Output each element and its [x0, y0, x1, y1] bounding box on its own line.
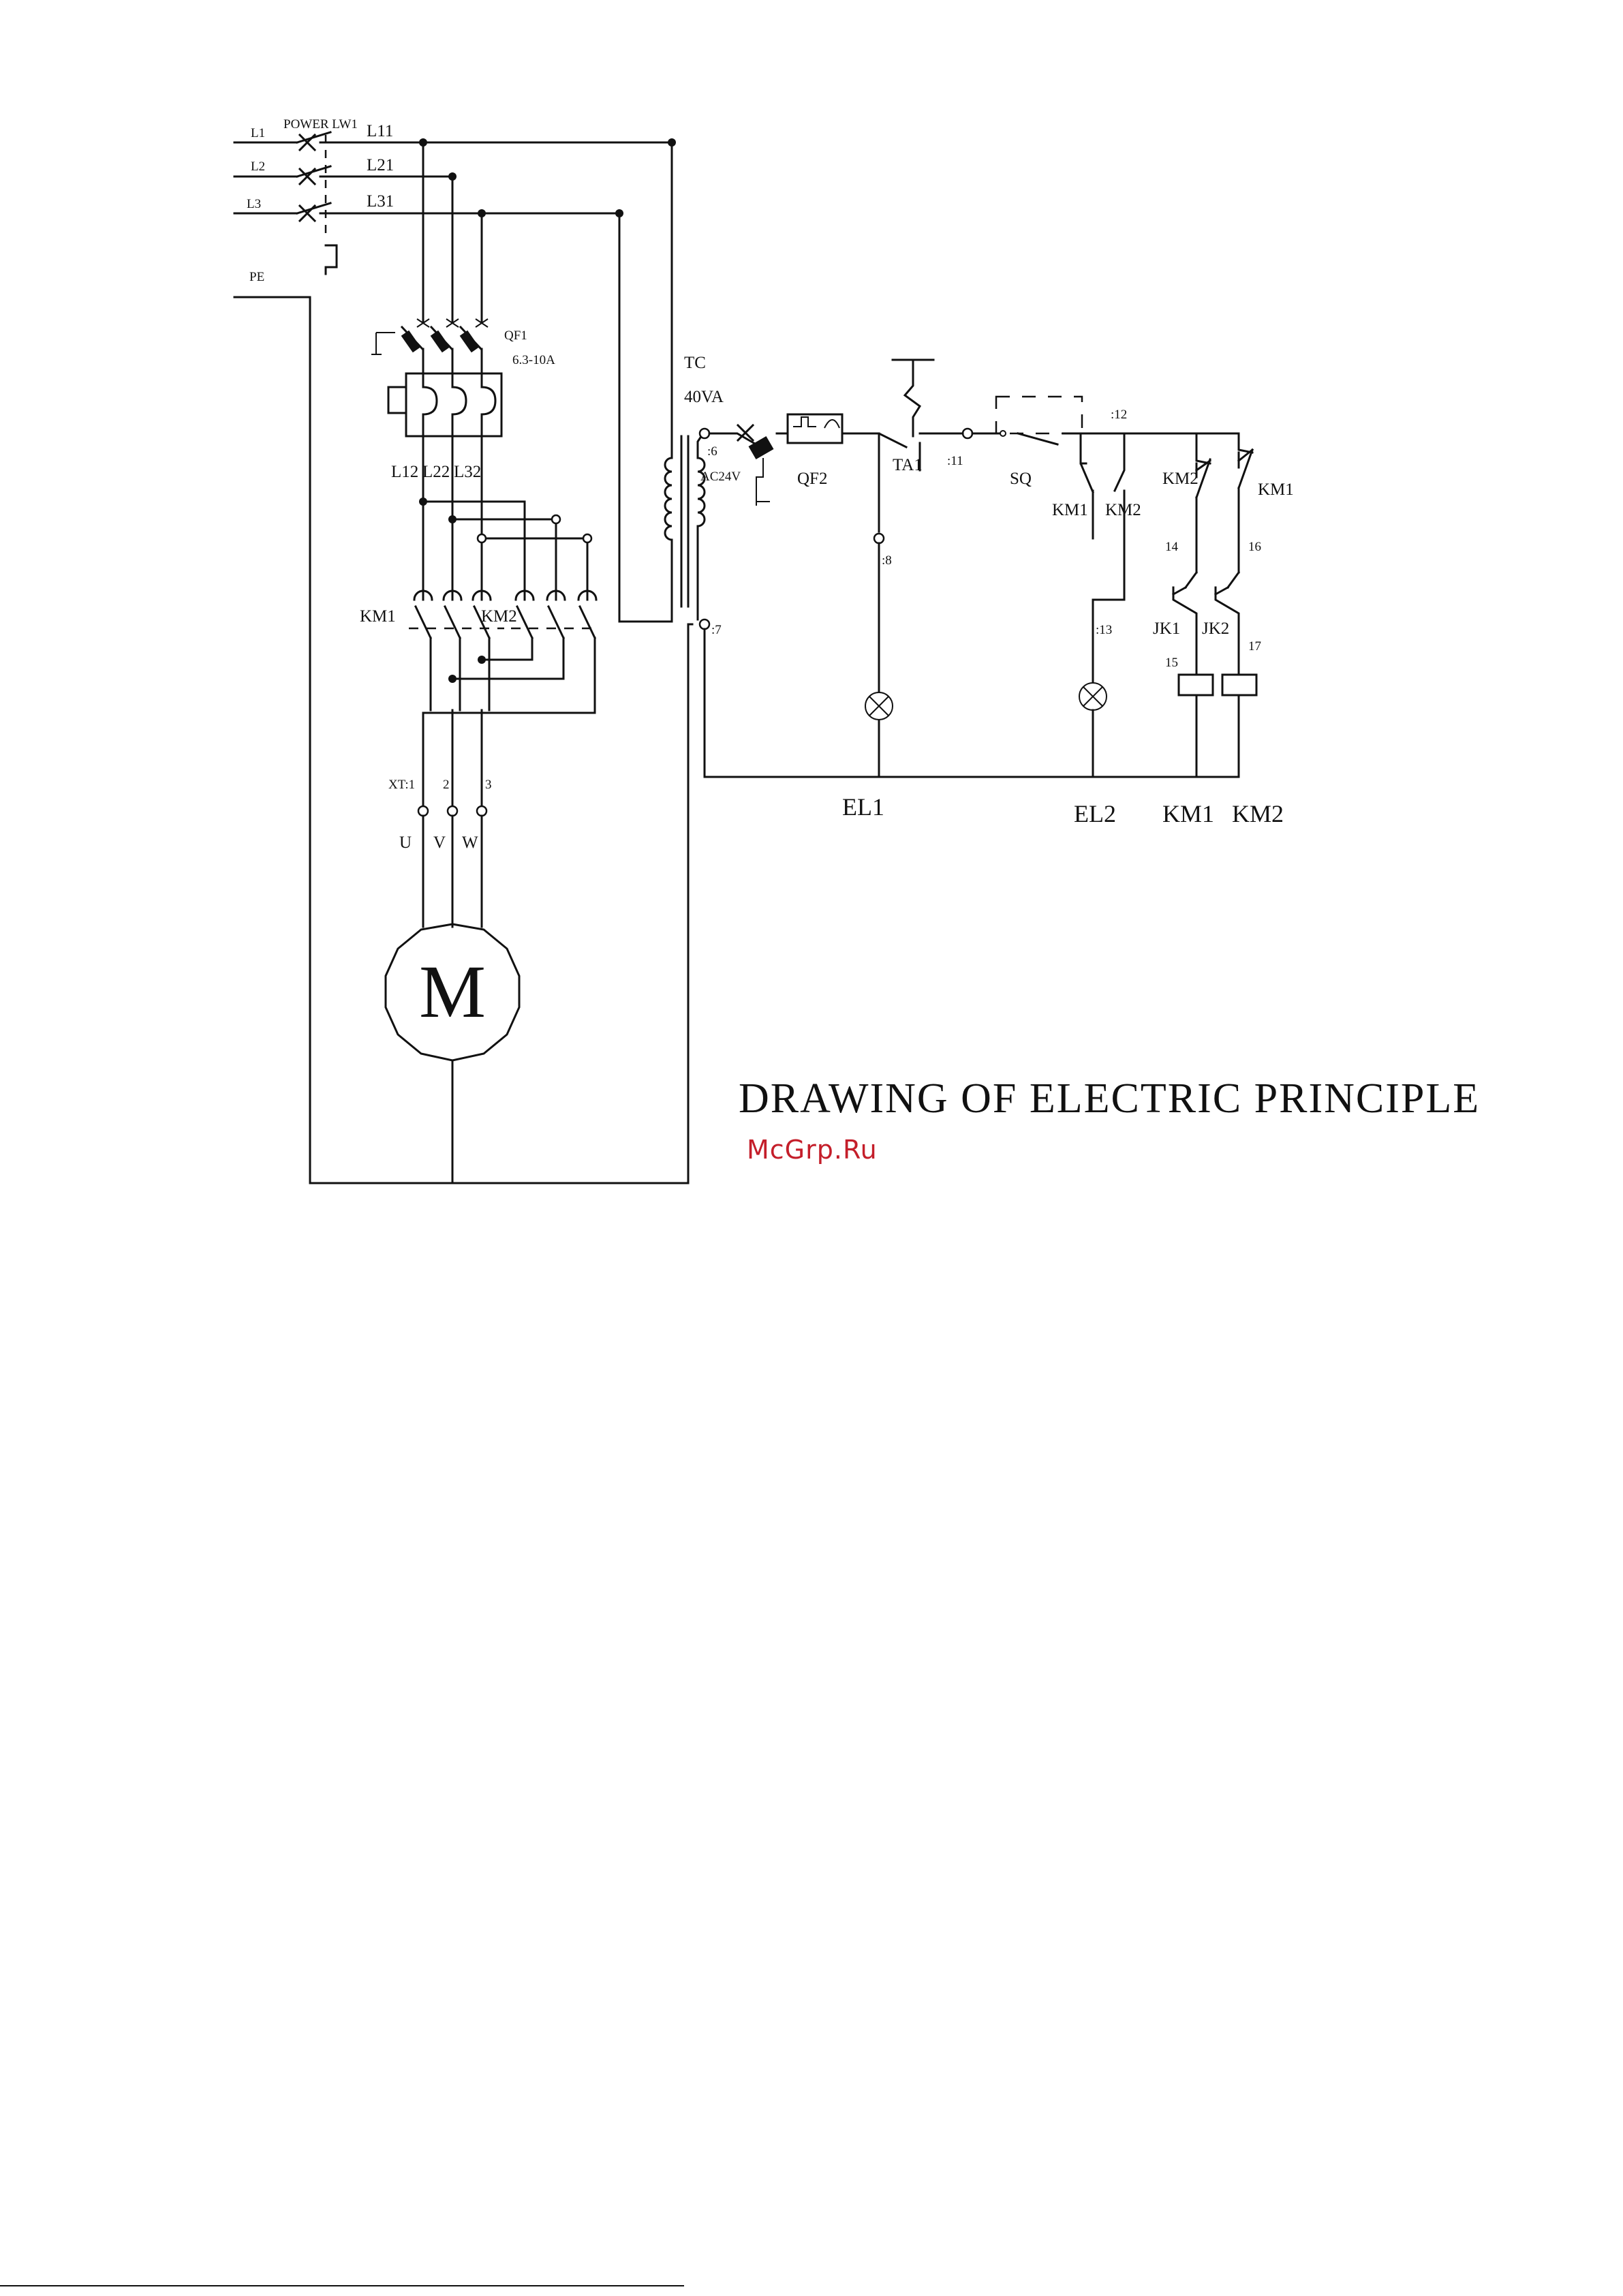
transformer-tc: TC 40VA AC24V	[665, 354, 741, 607]
l2-label: L2	[251, 159, 265, 174]
u-label: U	[399, 833, 412, 852]
xt-label: XT:1	[388, 778, 415, 792]
el2-label: EL2	[1074, 800, 1116, 827]
km1-main-label: KM1	[360, 607, 396, 626]
motor-label: M	[419, 950, 486, 1033]
el1-label: EL1	[842, 793, 884, 821]
km2-coil-label: KM2	[1232, 800, 1284, 827]
drawing-title: DRAWING OF ELECTRIC PRINCIPLE	[739, 1075, 1480, 1122]
sq-label: SQ	[1010, 470, 1032, 488]
watermark-text: McGrp.Ru	[747, 1135, 878, 1165]
km1-nc-label: KM1	[1052, 501, 1088, 519]
l32-label: L32	[454, 463, 481, 481]
l3-label: L3	[247, 197, 261, 211]
node-13-label: :13	[1096, 623, 1112, 637]
ta1-label: TA1	[893, 456, 923, 474]
xt-3-label: 3	[485, 778, 492, 792]
power-switch-label: POWER LW1	[283, 117, 358, 132]
node-11-label: :11	[947, 454, 963, 468]
xt-2-label: 2	[443, 778, 450, 792]
node-16-label: 16	[1248, 540, 1261, 554]
l11-label: L11	[367, 122, 393, 140]
terminal-strip: XT:1 2 3 U V W	[388, 710, 492, 927]
l21-label: L21	[367, 156, 394, 174]
node-7-label: :7	[711, 623, 722, 637]
supply-labels: L1 L2 L3 PE POWER LW1 L11 L21 L31 L12 L2…	[247, 117, 481, 481]
main-contactors: KM1 KM2	[360, 591, 600, 713]
jk1-label: JK1	[1153, 619, 1180, 638]
qf1-breaker: QF1 6.3-10A	[371, 319, 555, 436]
l12-label: L12	[391, 463, 418, 481]
tc-label: TC	[684, 354, 706, 372]
km2-main-label: KM2	[481, 607, 517, 626]
node-6-label: :6	[707, 444, 717, 459]
l22-label: L22	[422, 463, 450, 481]
qf2-label: QF2	[797, 470, 827, 488]
node-17-label: 17	[1248, 639, 1261, 654]
w-label: W	[462, 833, 478, 852]
l1-label: L1	[251, 126, 265, 140]
control-circuit: :6 QF2 TA1 :11 SQ :12 KM1 KM2 :13	[698, 360, 1294, 827]
pe-label: PE	[249, 270, 264, 284]
ac24v-label: AC24V	[700, 470, 741, 484]
km2-nc-label: KM2	[1162, 470, 1199, 488]
qf1-label: QF1	[504, 328, 527, 343]
l31-label: L31	[367, 192, 394, 211]
node-12-label: :12	[1111, 408, 1127, 422]
qf1-rating-label: 6.3-10A	[512, 353, 555, 367]
jk2-label: JK2	[1202, 619, 1229, 638]
tc-rating-label: 40VA	[684, 388, 724, 406]
node-15-label: 15	[1165, 656, 1178, 670]
motor: M	[386, 924, 519, 1183]
node-14-label: 14	[1165, 540, 1179, 554]
km2-no-label: KM2	[1105, 501, 1141, 519]
km1-no-label: KM1	[1258, 480, 1294, 499]
km1-coil-label: KM1	[1162, 800, 1214, 827]
v-label: V	[433, 833, 446, 852]
contactor-buses	[419, 436, 591, 600]
node-8-label: :8	[882, 553, 892, 568]
